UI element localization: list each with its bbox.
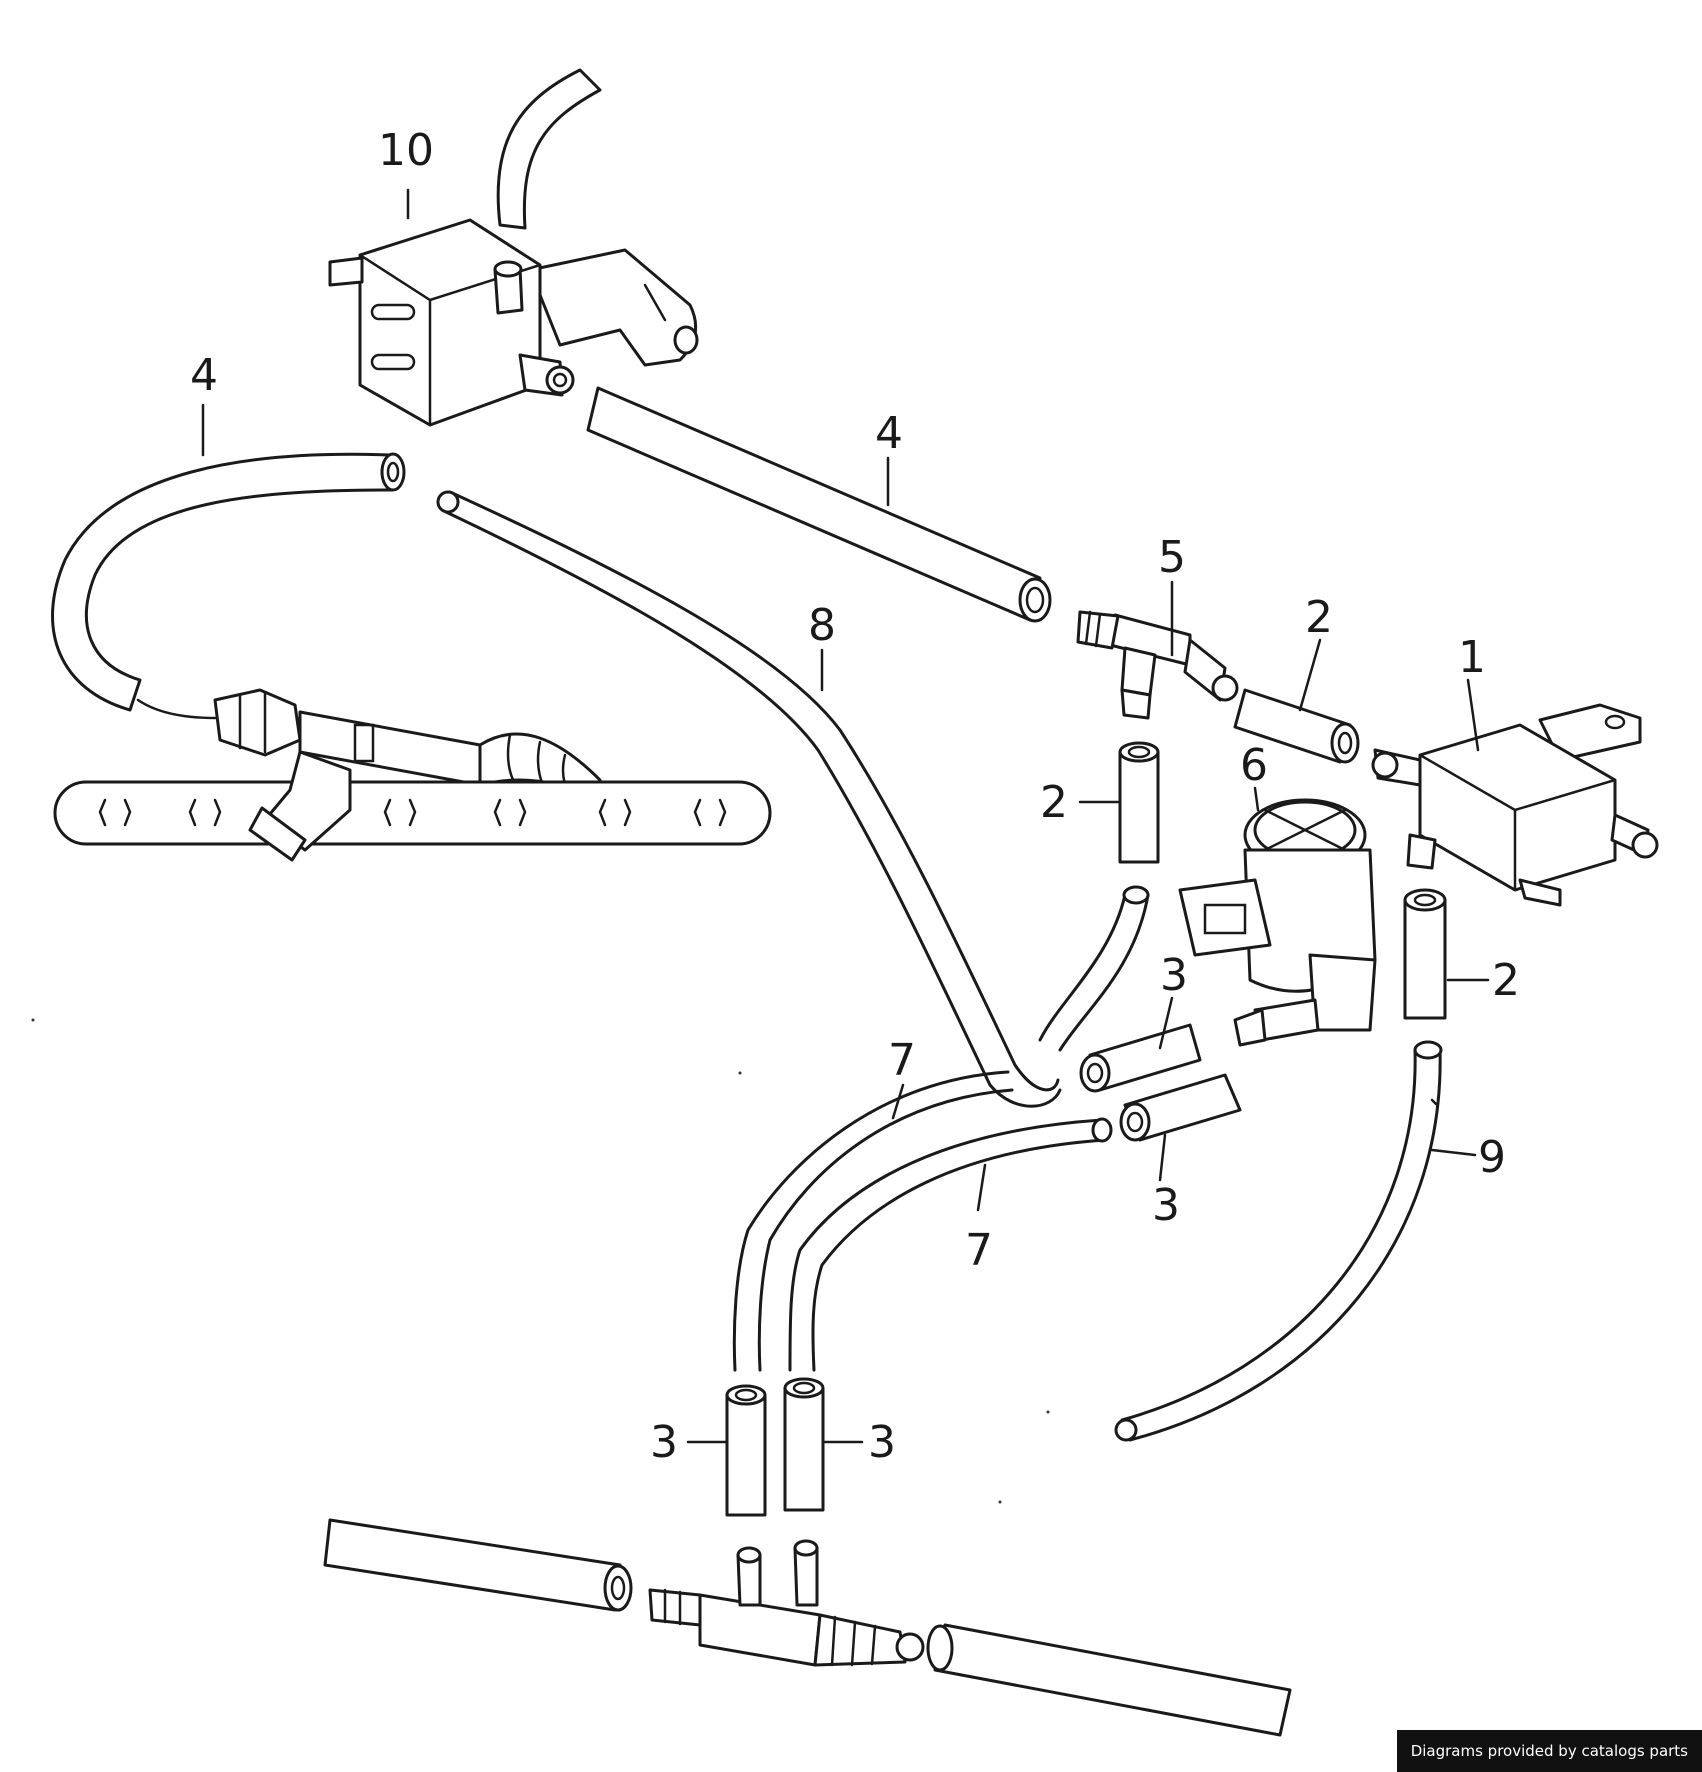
sleeve-2-top xyxy=(1233,688,1360,764)
sleeve-3-a xyxy=(1079,1023,1202,1093)
hose-7-a xyxy=(732,1070,1014,1372)
hose-stub xyxy=(1038,885,1150,1052)
callout-3-upper: 3 xyxy=(1160,950,1188,1001)
footer-credit: Diagrams provided by catalogs parts xyxy=(1396,1730,1702,1772)
valve-6-part xyxy=(1178,798,1377,1047)
hose-9 xyxy=(1114,1040,1443,1442)
callout-9: 9 xyxy=(1478,1132,1506,1183)
cylinder-assembly xyxy=(53,688,772,862)
callout-2-top: 2 xyxy=(1305,592,1333,643)
bottom-t-connector xyxy=(648,1539,925,1667)
sleeve-2-middle xyxy=(1118,741,1160,864)
callout-6: 6 xyxy=(1240,740,1268,791)
callout-labels: 10 4 4 5 8 2 1 6 2 2 3 7 3 7 9 3 3 xyxy=(190,125,1520,1468)
callout-3-lower: 3 xyxy=(1152,1180,1180,1231)
callout-1: 1 xyxy=(1458,632,1486,683)
hose-4-curved xyxy=(51,452,406,712)
callout-3-bottom-right: 3 xyxy=(868,1417,896,1468)
sleeve-3-b xyxy=(1119,1073,1242,1142)
callout-10: 10 xyxy=(378,125,434,176)
hose-8 xyxy=(436,490,1062,1108)
callout-4-left: 4 xyxy=(190,350,218,401)
hose-4-straight xyxy=(586,386,1052,623)
bottom-hose-left xyxy=(323,1518,633,1612)
sleeve-3-d xyxy=(783,1377,825,1512)
callout-2-right: 2 xyxy=(1492,955,1520,1006)
leader-lines xyxy=(201,188,1490,1444)
callout-4-middle: 4 xyxy=(875,408,903,459)
t-connector-5 xyxy=(1076,610,1239,720)
scan-specks xyxy=(31,1018,1050,1504)
sleeve-2-right xyxy=(1403,888,1447,1020)
valve-10-part xyxy=(328,68,699,427)
sleeve-3-c xyxy=(725,1384,767,1517)
callout-3-bottom-left: 3 xyxy=(650,1417,678,1468)
hose-7-b xyxy=(788,1117,1113,1372)
bottom-hose-right xyxy=(926,1623,1292,1737)
callout-7-upper: 7 xyxy=(888,1035,916,1086)
valve-1-part xyxy=(1371,703,1659,907)
callout-8: 8 xyxy=(808,600,836,651)
callout-5: 5 xyxy=(1158,532,1186,583)
callout-2-middle: 2 xyxy=(1040,777,1068,828)
callout-7-lower: 7 xyxy=(965,1225,993,1276)
